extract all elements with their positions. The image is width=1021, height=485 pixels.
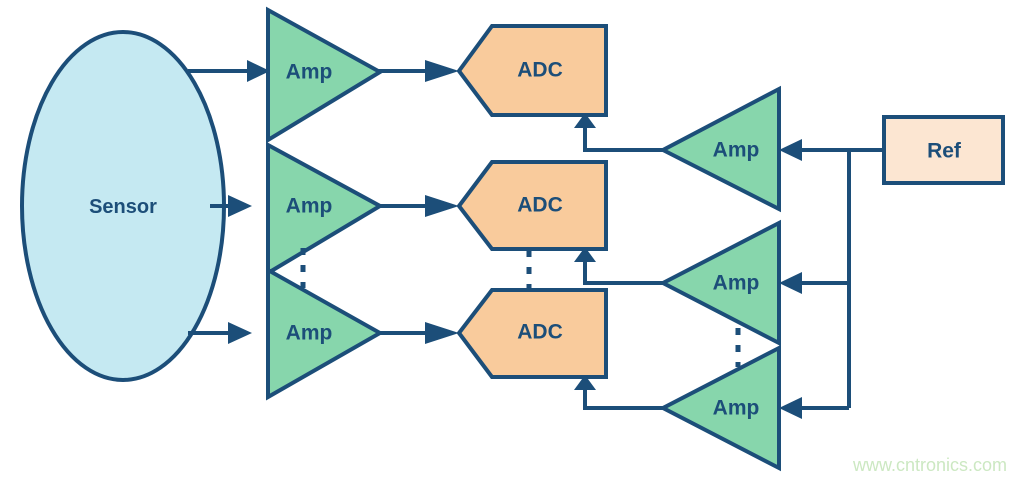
wire-refamp-1-to-adc-1 — [583, 128, 663, 152]
adc-3[interactable]: ADC — [456, 288, 608, 379]
arrow-amp-to-adc-3 — [425, 322, 459, 344]
adc-1[interactable]: ADC — [456, 24, 608, 117]
reference-label: Ref — [927, 140, 962, 163]
amp-to-adc-wires — [378, 60, 459, 344]
sensor-label: Sensor — [89, 196, 157, 218]
adc-2-shape — [456, 160, 608, 251]
arrow-refamp-2-to-adc-2 — [574, 247, 596, 262]
input-amp-2-triangle — [266, 141, 385, 277]
reference-amp-2-label: Amp — [713, 272, 760, 295]
adc-3-shape — [456, 288, 608, 379]
sensor-to-amp-wires — [188, 60, 270, 344]
adc-2-label: ADC — [517, 194, 563, 217]
adc-1-label: ADC — [517, 59, 563, 82]
reference-bus-wires — [779, 139, 884, 419]
input-amp-2[interactable]: Amp — [266, 141, 385, 277]
reference-block[interactable]: Ref — [882, 115, 1005, 185]
input-amp-2-label: Amp — [286, 195, 333, 218]
reference-amp-3[interactable]: Amp — [658, 344, 781, 472]
watermark-label: www.cntronics.com — [852, 455, 1007, 475]
arrow-sensor-to-amp-1 — [247, 60, 270, 82]
reference-amp-2[interactable]: Amp — [658, 219, 781, 347]
adc-2[interactable]: ADC — [456, 160, 608, 251]
input-amp-3-label: Amp — [286, 322, 333, 345]
arrow-amp-to-adc-2 — [425, 195, 459, 217]
input-amp-1-label: Amp — [286, 61, 333, 84]
reference-amp-3-label: Amp — [713, 397, 760, 420]
sensor-block[interactable]: Sensor — [20, 30, 226, 382]
reference-feedback-wires — [574, 113, 663, 410]
input-amp-3-triangle — [266, 266, 385, 401]
arrow-ref-to-refamp-3 — [779, 397, 802, 419]
reference-amp-1-label: Amp — [713, 139, 760, 162]
reference-amp-1[interactable]: Amp — [658, 85, 781, 213]
input-amp-1-triangle — [266, 6, 384, 144]
arrow-ref-to-refamp-1 — [779, 139, 802, 161]
input-amp-1[interactable]: Amp — [266, 6, 384, 144]
arrow-sensor-to-amp-2 — [228, 195, 252, 217]
arrow-refamp-3-to-adc-3 — [574, 375, 596, 390]
arrow-amp-to-adc-1 — [425, 60, 459, 82]
adc-3-label: ADC — [517, 321, 563, 344]
arrow-sensor-to-amp-3 — [228, 322, 252, 344]
adc-1-shape — [456, 24, 608, 117]
reference-amp-1-triangle — [658, 85, 781, 213]
arrow-refamp-1-to-adc-1 — [574, 113, 596, 128]
wire-refamp-2-to-adc-2 — [583, 262, 663, 285]
arrow-ref-to-refamp-2 — [779, 272, 802, 294]
wire-refamp-3-to-adc-3 — [583, 390, 663, 410]
input-amp-3[interactable]: Amp — [266, 266, 385, 401]
